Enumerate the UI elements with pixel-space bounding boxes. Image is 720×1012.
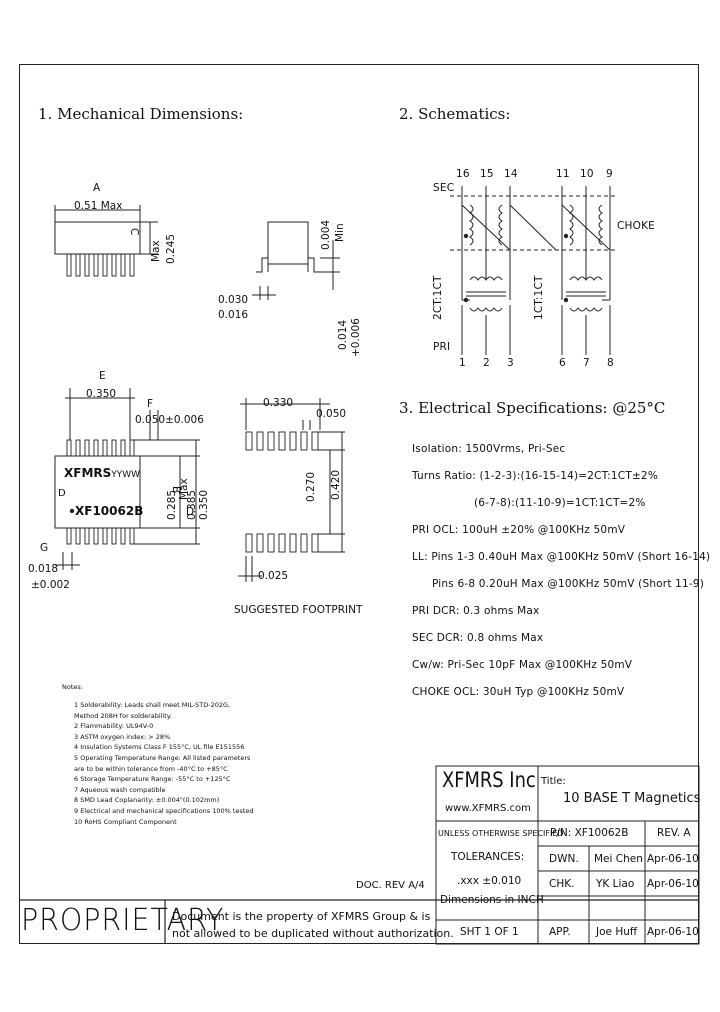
company-website: www.XFMRS.com — [445, 803, 531, 814]
revision-cell: REV. A — [657, 827, 691, 839]
pri-label: PRI — [433, 341, 451, 353]
pin-2: 2 — [483, 357, 490, 369]
dwn-date: Apr-06-10 — [647, 853, 699, 865]
dim-lead-w1: 0.030 — [218, 294, 249, 306]
dim-d-marker: D — [58, 488, 66, 499]
note-item: are to be within tolerance from -40°C to… — [74, 764, 228, 773]
elec-line-3: (6-7-8):(11-10-9)=1CT:1CT=2% — [474, 497, 646, 509]
dim-lead-w2: 0.016 — [218, 309, 249, 321]
elec-title: 3. Electrical Specifications: @25°C — [399, 399, 666, 417]
tolerances-label: TOLERANCES: — [451, 851, 525, 863]
note-item: 5 Operating Temperature Range: All liste… — [74, 753, 251, 762]
elec-line-6: Pins 6-8 0.20uH Max @100KHz 50mV (Short … — [432, 578, 705, 590]
dwn-label: DWN. — [549, 853, 579, 865]
fp-pad: 0.025 — [258, 570, 289, 582]
elec-line-4: PRI OCL: 100uH ±20% @100KHz 50mV — [412, 524, 626, 536]
dim-g-value1: 0.018 — [28, 563, 59, 575]
drawing-frame — [19, 64, 699, 944]
app-date: Apr-06-10 — [647, 926, 699, 938]
part-marking-brand: XFMRSYYWW — [64, 466, 140, 480]
pin-15: 15 — [480, 168, 494, 180]
fp-caption: SUGGESTED FOOTPRINT — [234, 604, 363, 616]
title-label: Title: — [541, 776, 566, 787]
part-brand: XFMRS — [64, 466, 112, 480]
fp-pitch: 0.050 — [316, 408, 347, 420]
dwn-name: Mei Chen — [594, 853, 643, 865]
dim-f-value: 0.050±0.006 — [135, 414, 204, 426]
mech-title: 1. Mechanical Dimensions: — [38, 105, 244, 123]
pin-14: 14 — [504, 168, 518, 180]
notes-list: 1 Solderability: Leads shall meet MIL-ST… — [74, 700, 254, 827]
note-item: 1 Solderability: Leads shall meet MIL-ST… — [74, 701, 231, 709]
pin-7: 7 — [583, 357, 590, 369]
dim-g-value2: ±0.002 — [31, 579, 70, 591]
choke-label: CHOKE — [617, 220, 656, 232]
elec-line-10: CHOKE OCL: 30uH Typ @100KHz 50mV — [412, 686, 625, 698]
proprietary-line1: Document is the property of XFMRS Group … — [172, 910, 431, 923]
note-item: 4 Insulation Systems Class F 155°C, UL f… — [74, 743, 245, 752]
pin-6: 6 — [559, 357, 566, 369]
pin-9: 9 — [606, 168, 613, 180]
dim-g-label: G — [40, 542, 49, 554]
chk-label: CHK. — [549, 878, 575, 890]
dim-e-value: 0.350 — [86, 388, 117, 400]
dim-d-label: D — [186, 506, 195, 518]
title-value: 10 BASE T Magnetics — [563, 791, 701, 806]
note-item: 10 RoHS Compliant Component — [74, 817, 177, 826]
tolerance-value: .xxx ±0.010 — [457, 875, 522, 887]
schem-title: 2. Schematics: — [399, 105, 511, 123]
note-item: 7 Aqueous wash compatible — [74, 785, 166, 794]
unless-specified: UNLESS OTHERWISE SPECIFIED — [438, 829, 564, 838]
pin-1: 1 — [459, 357, 466, 369]
note-item: 8 SMD Lead Coplanarity: ±0.004"(0.102mm) — [74, 796, 220, 805]
part-marking-number: XF10062B — [75, 504, 144, 518]
company-name: XFMRS Inc — [442, 768, 536, 792]
app-name: Joe Huff — [596, 926, 638, 938]
elec-line-7: PRI DCR: 0.3 ohms Max — [412, 605, 540, 617]
chk-date: Apr-06-10 — [647, 878, 699, 890]
note-item: 2 Flammability: UL94V-0 — [74, 722, 154, 731]
part-number-cell: P/N: XF10062B — [550, 827, 629, 839]
elec-line-8: SEC DCR: 0.8 ohms Max — [412, 632, 544, 644]
dim-a-label: A — [93, 182, 101, 194]
sec-label: SEC — [433, 182, 455, 194]
pin-11: 11 — [556, 168, 570, 180]
pin-8: 8 — [607, 357, 614, 369]
elec-line-9: Cw/w: Pri-Sec 10pF Max @100KHz 50mV — [412, 659, 633, 671]
note-item: Method 208H for solderability. — [74, 711, 172, 720]
part-yyww: YYWW — [111, 470, 141, 480]
app-label: APP. — [549, 926, 571, 938]
pin-16: 16 — [456, 168, 470, 180]
elec-line-5: LL: Pins 1-3 0.40uH Max @100KHz 50mV (Sh… — [412, 551, 711, 563]
elec-line-1: Isolation: 1500Vrms, Pri-Sec — [412, 443, 566, 455]
pin-3: 3 — [507, 357, 514, 369]
note-item: 6 Storage Temperature Range: -55°C to +1… — [74, 775, 231, 784]
pin-10: 10 — [580, 168, 594, 180]
chk-name: YK Liao — [596, 878, 635, 890]
dim-f-label: F — [147, 398, 154, 410]
note-item: 9 Electrical and mechanical specificatio… — [74, 806, 254, 815]
proprietary-line2: not allowed to be duplicated without aut… — [172, 927, 454, 940]
dim-e-label: E — [99, 370, 106, 382]
dim-a-value: 0.51 Max — [74, 200, 123, 212]
dimensions-unit: Dimensions in INCH — [440, 894, 544, 906]
elec-line-2: Turns Ratio: (1-2-3):(16-15-14)=2CT:1CT±… — [412, 470, 658, 482]
notes-heading: Notes: — [62, 683, 83, 691]
doc-rev: DOC. REV A/4 — [356, 880, 425, 891]
note-item: 3 ASTM oxygen index: > 28% — [74, 732, 171, 741]
sheet-number: SHT 1 OF 1 — [460, 926, 519, 938]
proprietary-word: PROPRIETARY — [21, 903, 225, 938]
fp-width: 0.330 — [263, 397, 294, 409]
